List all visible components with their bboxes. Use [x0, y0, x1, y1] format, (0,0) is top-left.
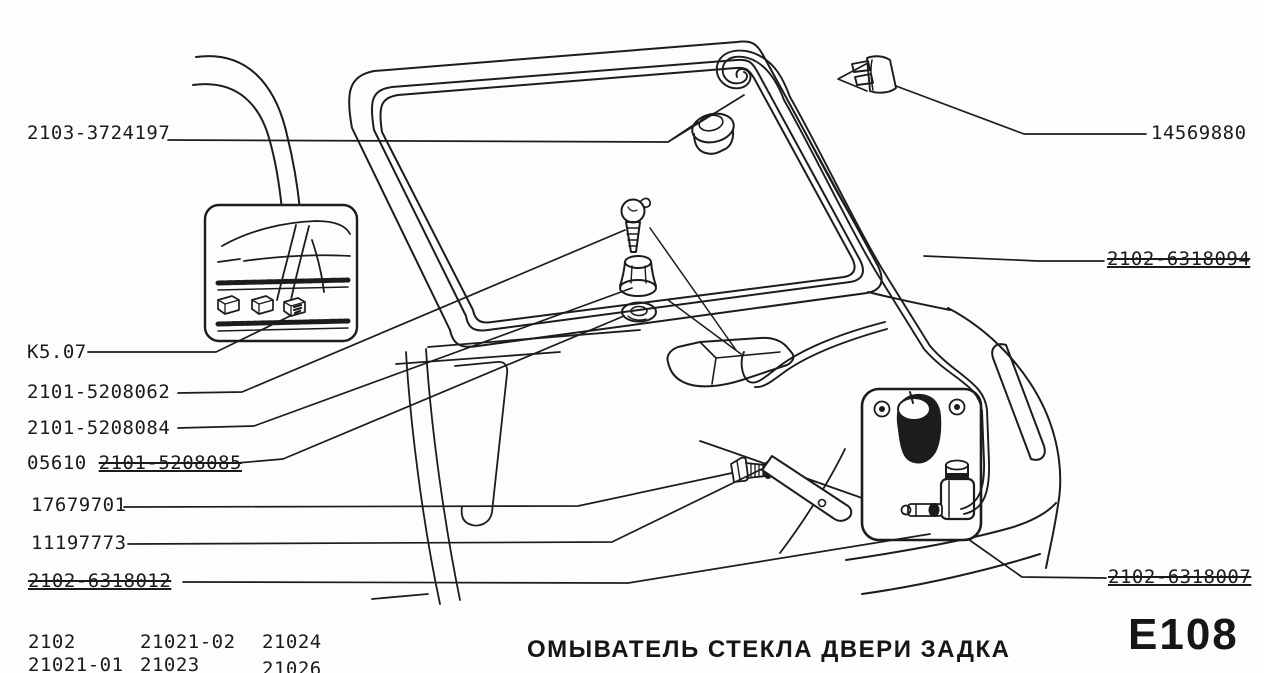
jet-washer: [621, 301, 657, 323]
switch-icon: [251, 295, 274, 315]
pointer-v: [837, 63, 868, 92]
model-code: 21021-02: [140, 631, 236, 653]
hose-grommet: [691, 112, 735, 155]
page-code: E108: [1128, 610, 1239, 659]
leader-lines: [87, 85, 1147, 584]
quarter-panel: [845, 307, 1062, 595]
bracket: [761, 455, 853, 522]
model-code: 21023: [140, 654, 200, 673]
leader-grommet: [167, 94, 745, 143]
callout-bracket-number: 11197773: [31, 532, 127, 554]
leader-reservoir: [967, 538, 1107, 579]
superseded-number: 2101-5208085: [98, 452, 242, 474]
callout-screw-number: 17679701: [31, 494, 127, 516]
washer-hose-main: [783, 96, 990, 515]
tailgate-corner-lines: [699, 440, 869, 554]
mount-hole: [948, 398, 966, 416]
switch-icon: [217, 295, 240, 315]
jet-bushing: [619, 255, 657, 297]
callout-switch-number: K5.07: [27, 341, 87, 363]
callout-jet-number: 2101-5208062: [27, 381, 171, 403]
leader-bushing: [177, 287, 633, 429]
supplier-code: 05610: [27, 452, 87, 474]
inset-dashboard: [203, 203, 359, 343]
model-code: 21021-01: [28, 654, 124, 673]
washer-hose-to-jet: [740, 321, 888, 389]
callout-plug-number: 14569880: [1151, 122, 1247, 144]
model-code: 21024: [262, 631, 322, 653]
left-body-lines: [371, 329, 641, 605]
washer-jet: [620, 197, 652, 253]
washer-hose-loop: [715, 49, 791, 101]
leader-switch: [87, 315, 291, 353]
mount-hole: [873, 400, 891, 418]
leader-hose-lower: [182, 533, 931, 584]
leader-washer: [236, 315, 625, 464]
leader-jet: [177, 229, 626, 394]
leader-plug: [895, 85, 1147, 135]
callout-bushing-number: 2101-5208084: [27, 417, 171, 439]
leader-screw: [123, 472, 733, 508]
leader-bracket: [127, 467, 765, 545]
callout-reservoir-number: 2102-6318007: [1108, 566, 1252, 588]
wiper-motor-cover: [649, 227, 888, 389]
model-code: 2102: [28, 631, 76, 653]
callout-washer-number: 05610 2101-5208085: [27, 453, 242, 473]
jet-mount-pointer: [649, 227, 737, 351]
filler-cap: [897, 397, 931, 421]
washer-reservoir: [860, 387, 983, 542]
jet-mount-pointer: [667, 299, 742, 355]
wiring-plug: [837, 55, 897, 94]
rear-washer-switch-icon: [283, 297, 306, 317]
callout-hose-lower-number: 2102-6318012: [28, 570, 172, 592]
dash-band: [215, 318, 351, 327]
model-code: 21026: [262, 658, 322, 673]
leader-hose-main: [923, 255, 1105, 262]
callout-hose-main-number: 2102-6318094: [1107, 248, 1251, 270]
figure-title: ОМЫВАТЕЛЬ СТЕКЛА ДВЕРИ ЗАДКА: [527, 636, 1011, 663]
dash-band: [215, 277, 351, 286]
pump-outlet: [900, 503, 943, 517]
callout-grommet-number: 2103-3724197: [27, 122, 171, 144]
washer-pump: [900, 459, 976, 521]
